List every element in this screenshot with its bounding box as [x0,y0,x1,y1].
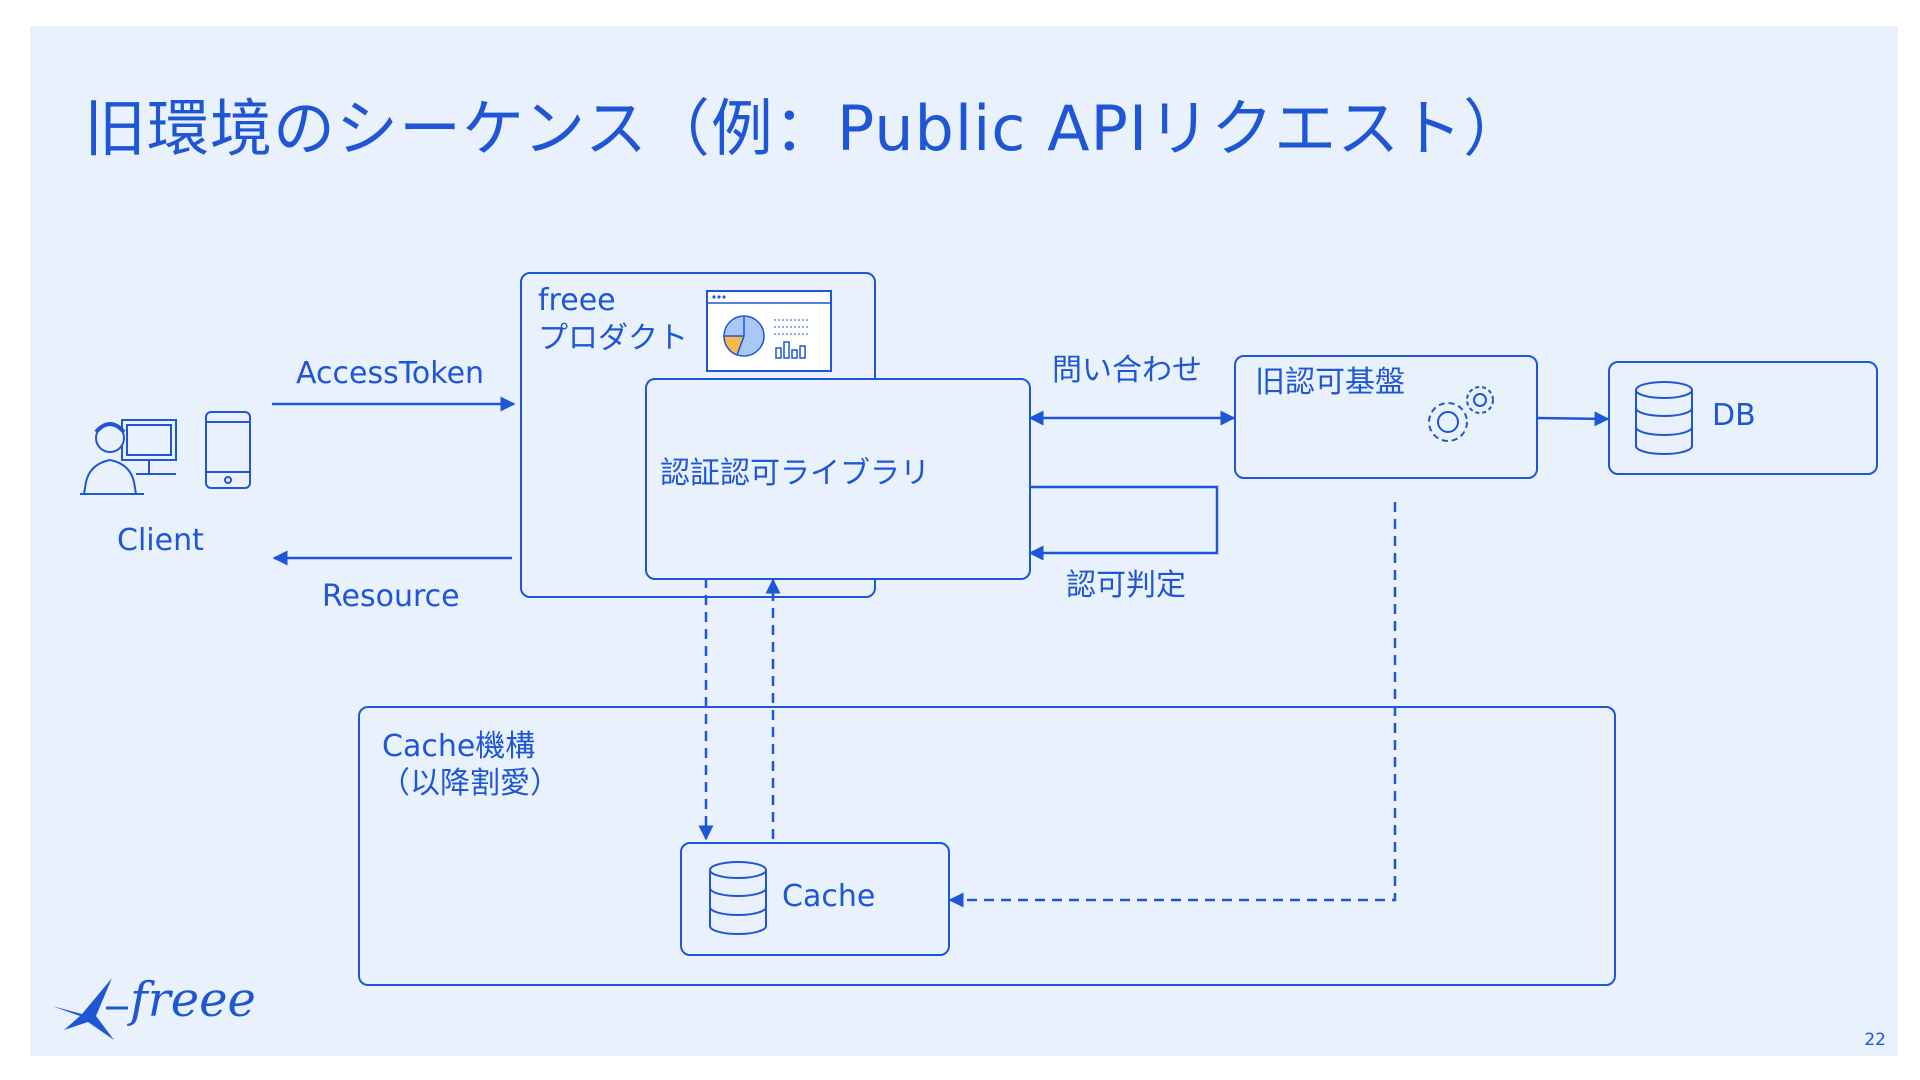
smartphone-icon [204,410,252,494]
dashboard-icon [706,290,832,376]
product-label-line1: freee [538,283,616,318]
cache-write-arrow [948,502,1397,908]
product-label-line2: プロダクト [538,321,688,356]
database-icon [708,860,768,940]
cache-label: Cache [782,879,876,914]
cache-system-box [358,706,1616,986]
user-workstation-icon [80,408,200,500]
cache-box [680,842,950,956]
db-box [1608,361,1878,475]
cache-system-label-line2: （以降割愛） [380,766,560,801]
old-authz-label: 旧認可基盤 [1255,365,1405,400]
freee-logo-text: freee [130,972,256,1028]
resource-label: Resource [322,579,460,614]
cache-system-label-line1: Cache機構 [382,729,536,764]
client-label: Client [117,523,204,558]
database-icon [1634,380,1694,460]
authz-decision-loop [1028,485,1219,561]
auth-library-label: 認証認可ライブラリ [660,456,930,491]
gears-icon [1420,380,1500,456]
inquiry-label: 問い合わせ [1052,353,1202,388]
page-number: 22 [1864,1030,1886,1050]
slide-title: 旧環境のシーケンス（例：Public APIリクエスト） [84,92,1527,165]
authz-decision-label: 認可判定 [1066,568,1186,603]
access-token-label: AccessToken [296,356,485,391]
db-label: DB [1712,398,1756,433]
auth-library-box [645,378,1031,580]
freee-logo [50,970,250,1052]
old-authz-box [1234,355,1538,479]
db-arrow [1536,411,1610,427]
